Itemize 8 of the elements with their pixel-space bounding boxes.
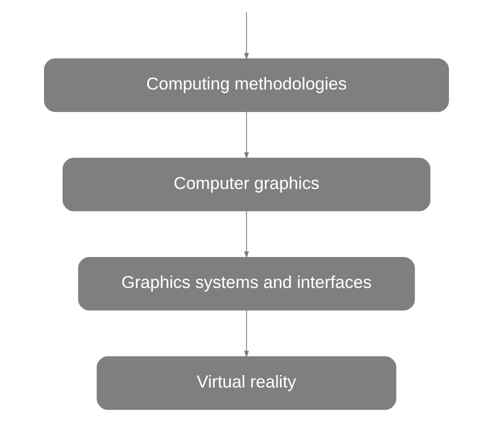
node-box: Virtual reality [96,356,396,410]
node-box: Computer graphics [62,158,430,212]
node-box: Computing methodologies [44,58,449,112]
arrow [244,12,249,60]
node-box: Graphics systems and interfaces [78,257,415,311]
arrow [244,310,249,358]
arrow [244,111,249,160]
arrow [244,210,249,258]
